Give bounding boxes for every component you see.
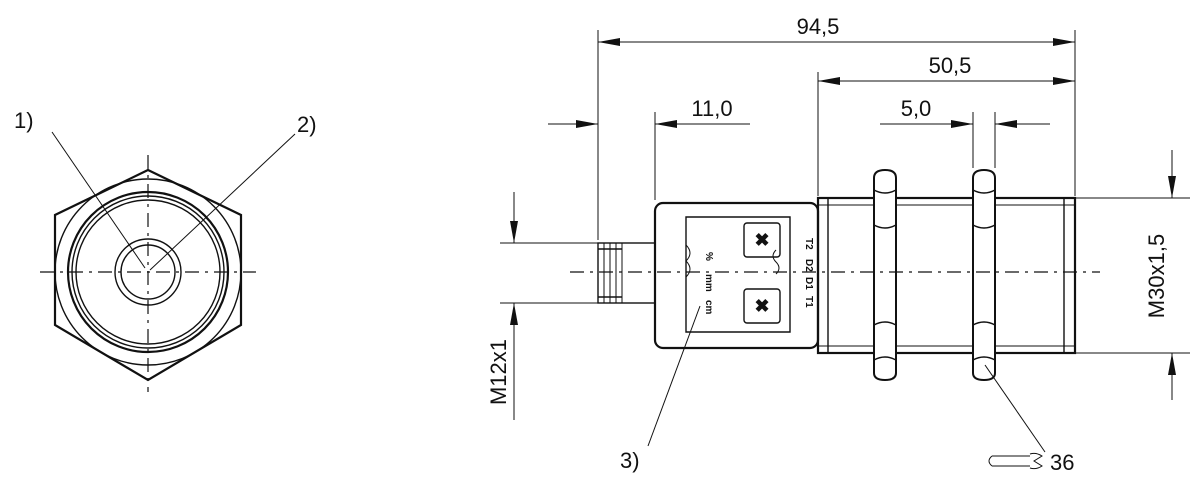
- leader-1: [51, 131, 146, 269]
- front-view: 1) 2): [14, 108, 317, 392]
- callout-1: 1): [14, 108, 34, 133]
- hex-nut-1: [873, 168, 897, 382]
- teach-button-icon: [743, 222, 781, 258]
- connector-body: [597, 242, 656, 304]
- panel-wave-right: [772, 249, 780, 275]
- label-d1: D1: [803, 277, 814, 290]
- label-t2: T2: [803, 238, 814, 250]
- bottom-callouts: 3) 36: [620, 305, 1074, 475]
- hex-nut-2: [972, 168, 996, 382]
- callout-3: 3): [620, 448, 640, 473]
- label-panel: [685, 216, 791, 333]
- svg-text:✖: ✖: [754, 230, 769, 250]
- connector-thread: [598, 243, 623, 303]
- leader-wrench: [984, 364, 1046, 453]
- label-t1: T1: [803, 296, 814, 308]
- teach-button-bottom: ✖: [743, 288, 781, 324]
- dim-body-thread: M30x1,5: [1144, 234, 1169, 318]
- leader-2: [149, 133, 296, 271]
- side-view: ✖ ✖ T2 D2 D1 T1 % mm cm: [570, 168, 1100, 382]
- callout-2: 2): [297, 112, 317, 137]
- label-percent: %: [703, 252, 714, 261]
- dim-body-length: 50,5: [929, 53, 972, 78]
- leader-3: [647, 305, 701, 447]
- label-d2: D2: [803, 259, 814, 272]
- dim-connector-offset: 11,0: [691, 96, 732, 121]
- dimension-lines: 94,5 50,5 11,0 5,0 M30x1,5 M12x1: [486, 14, 1190, 420]
- wrench-icon: [988, 452, 1043, 470]
- dim-nut-width: 5,0: [901, 96, 932, 121]
- wrench-size: 36: [1050, 450, 1074, 475]
- label-cm: cm: [703, 300, 714, 315]
- label-mm: mm: [703, 274, 714, 292]
- dim-overall-length: 94,5: [797, 14, 840, 39]
- svg-text:✖: ✖: [754, 296, 769, 316]
- dim-connector-thread: M12x1: [486, 339, 511, 405]
- teach-button-icon: [743, 288, 781, 324]
- threaded-body: [816, 196, 1077, 355]
- teach-button-top: ✖: [743, 222, 781, 258]
- electronics-housing: [653, 201, 820, 350]
